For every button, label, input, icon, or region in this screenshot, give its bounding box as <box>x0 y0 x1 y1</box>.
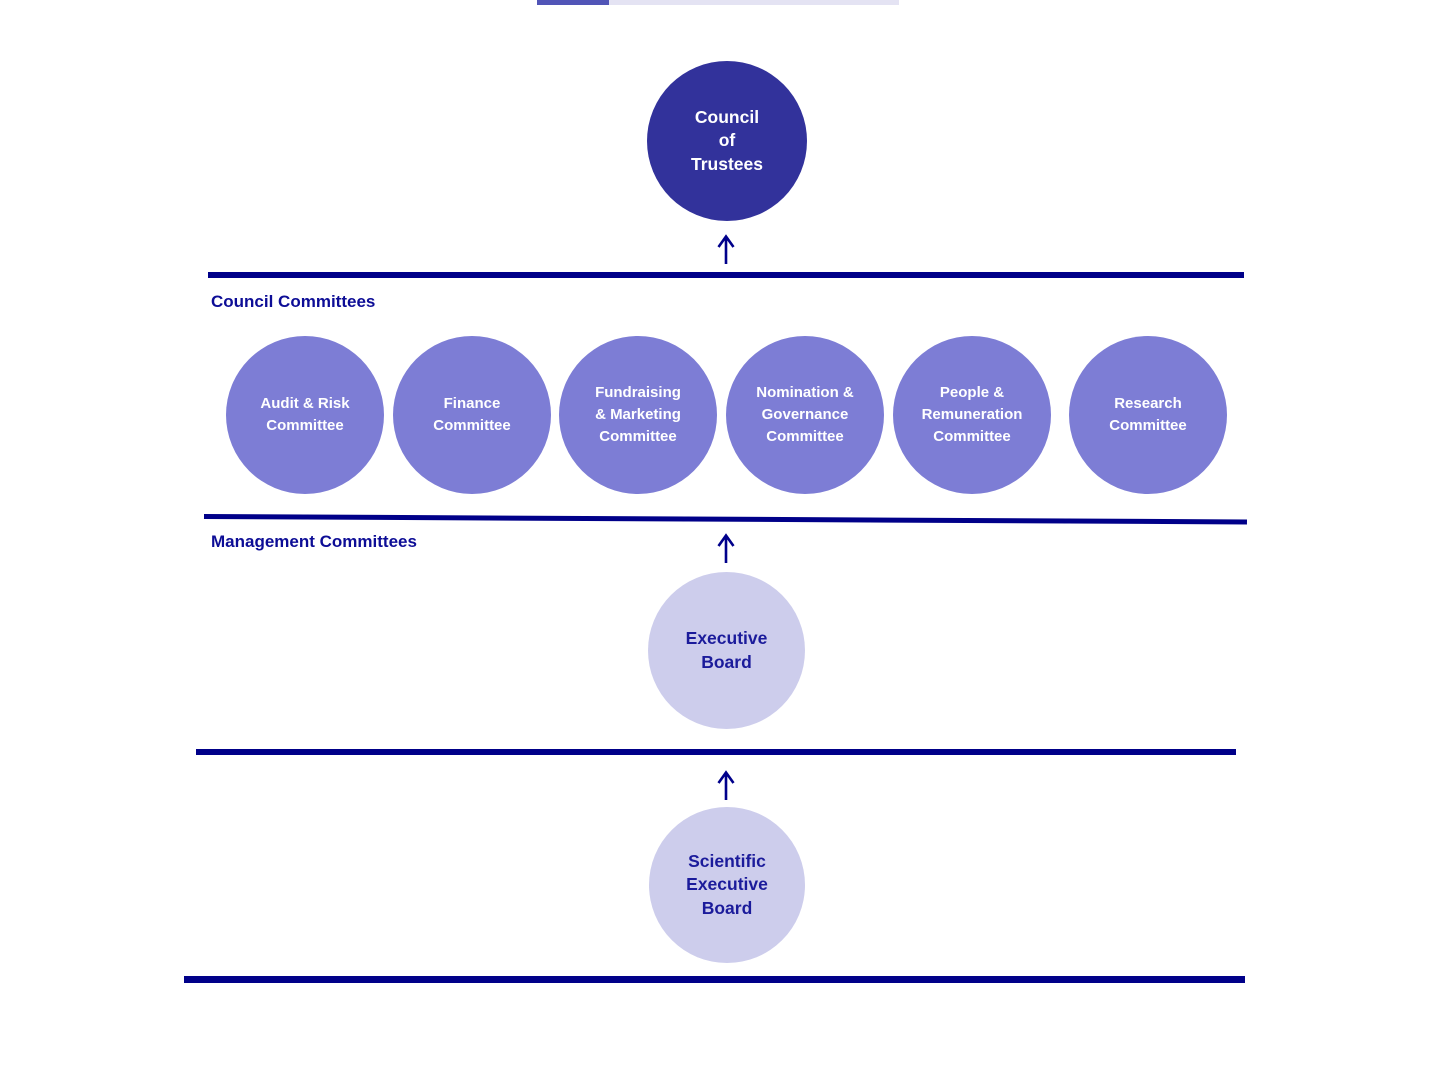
up-arrow-icon <box>713 232 739 266</box>
executive-board-node: Executive Board <box>648 572 805 729</box>
scientific-executive-board-node: Scientific Executive Board <box>649 807 805 963</box>
top-progress-bar-track <box>609 0 899 5</box>
section-label-management-committees: Management Committees <box>211 532 417 551</box>
committee-circle-nomination-governance: Nomination & Governance Committee <box>726 336 884 494</box>
section-label-council-committees: Council Committees <box>211 292 376 311</box>
divider-line <box>196 749 1236 755</box>
up-arrow-icon <box>713 531 739 565</box>
committee-circle-people-remuneration: People & Remuneration Committee <box>893 336 1051 494</box>
divider-line <box>208 272 1244 278</box>
committee-circle-fundraising-marketing: Fundraising & Marketing Committee <box>559 336 717 494</box>
top-progress-bar <box>537 0 899 5</box>
committee-circle-finance: Finance Committee <box>393 336 551 494</box>
top-progress-bar-filled <box>537 0 609 5</box>
council-of-trustees-node: Council of Trustees <box>647 61 807 221</box>
committee-circle-research: Research Committee <box>1069 336 1227 494</box>
committee-circle-audit-risk: Audit & Risk Committee <box>226 336 384 494</box>
divider-line <box>203 514 1247 525</box>
divider-line <box>184 976 1245 983</box>
up-arrow-icon <box>713 768 739 802</box>
